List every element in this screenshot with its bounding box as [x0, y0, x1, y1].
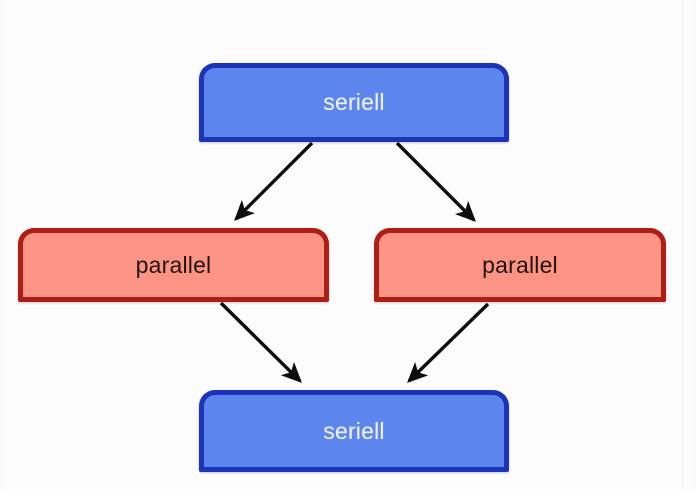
node-label: parallel: [135, 251, 212, 278]
node-parallel-left[interactable]: parallel: [18, 228, 329, 302]
edge-seriell-top-to-parallel-right: [395, 141, 476, 222]
node-label: seriell: [323, 417, 385, 444]
right-edge-seam: [682, 0, 683, 489]
edge-seriell-top-to-parallel-left: [234, 141, 314, 221]
node-seriell-bottom[interactable]: seriell: [199, 390, 509, 472]
edge-parallel-left-to-seriell-bottom: [219, 301, 302, 383]
node-label: seriell: [323, 89, 385, 115]
node-seriell-top[interactable]: seriell: [199, 63, 509, 142]
edge-parallel-right-to-seriell-bottom: [407, 302, 490, 383]
node-label: parallel: [482, 251, 558, 278]
node-parallel-right[interactable]: parallel: [374, 228, 666, 302]
